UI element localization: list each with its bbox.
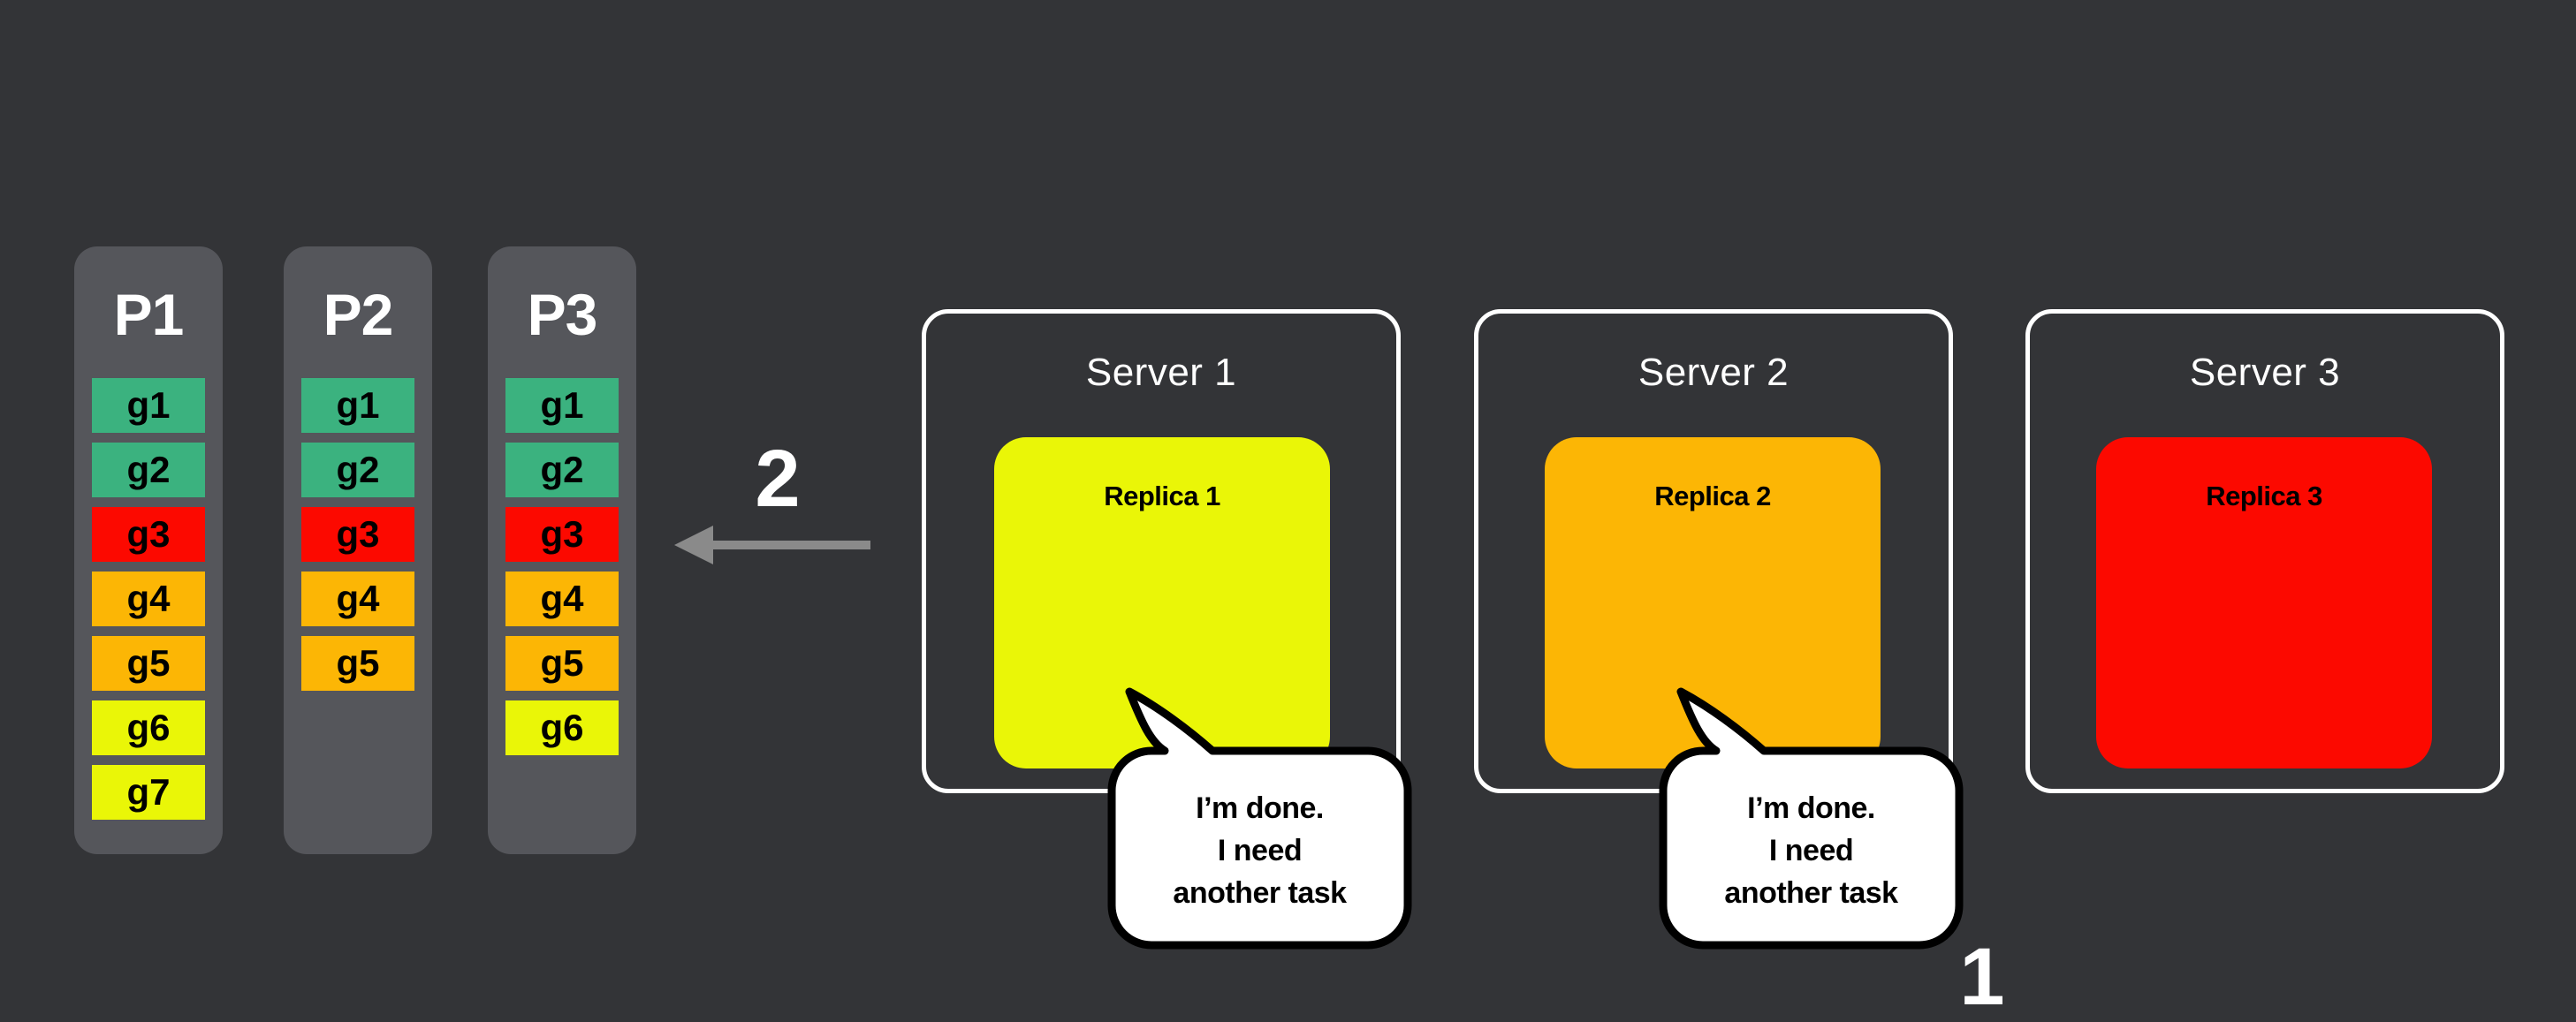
task-chip-g2: g2 [92,443,205,497]
replica-box-1: Replica 1 [994,437,1330,768]
replica-box-3: Replica 3 [2096,437,2432,768]
diagram-canvas: P1 g1 g2 g3 g4 g5 g6 g7 P2 g1 g2 g3 g4 g… [74,246,2504,1019]
partition-title: P3 [527,282,598,347]
server-title: Server 1 [1085,351,1237,394]
task-chip-g6: g6 [505,700,619,755]
step-2-label: 2 [755,434,801,524]
task-chip-g1: g1 [92,378,205,433]
speech-bubble-2-text: I’m done. I need another task [1663,787,1959,914]
partition-title: P2 [323,282,394,347]
task-chip-g6: g6 [92,700,205,755]
task-chip-g5: g5 [301,636,414,691]
server-title: Server 3 [2189,351,2341,394]
partition-column-p3: P3 g1 g2 g3 g4 g5 g6 [488,246,636,854]
replica-box-2: Replica 2 [1545,437,1881,768]
server-box-3: Server 3 [2025,309,2504,793]
task-chip-g5: g5 [505,636,619,691]
arrow-left-icon [674,526,870,564]
speech-line: another task [1173,876,1347,910]
partition-column-p2: P2 g1 g2 g3 g4 g5 [284,246,432,854]
task-chip-g7: g7 [92,765,205,820]
server-title: Server 2 [1638,351,1790,394]
task-chip-g1: g1 [505,378,619,433]
speech-line: I need [1217,834,1303,867]
step-1-label: 1 [1959,932,2005,1022]
replica-title: Replica 3 [2206,481,2322,511]
speech-line: I need [1768,834,1854,867]
partition-column-p1: P1 g1 g2 g3 g4 g5 g6 g7 [74,246,223,854]
task-chip-g5: g5 [92,636,205,691]
task-chip-g2: g2 [301,443,414,497]
task-chip-g4: g4 [505,572,619,626]
speech-line: another task [1724,876,1898,910]
task-chip-g3: g3 [301,507,414,562]
replica-title: Replica 1 [1104,481,1220,511]
replica-title: Replica 2 [1654,481,1771,511]
task-chip-g3: g3 [92,507,205,562]
task-chip-g3: g3 [505,507,619,562]
partition-title: P1 [113,282,185,347]
task-chip-g4: g4 [301,572,414,626]
speech-line: I’m done. [1747,791,1875,825]
speech-bubble-1-text: I’m done. I need another task [1112,787,1408,914]
task-chip-g2: g2 [505,443,619,497]
task-chip-g4: g4 [92,572,205,626]
speech-line: I’m done. [1196,791,1324,825]
task-chip-g1: g1 [301,378,414,433]
